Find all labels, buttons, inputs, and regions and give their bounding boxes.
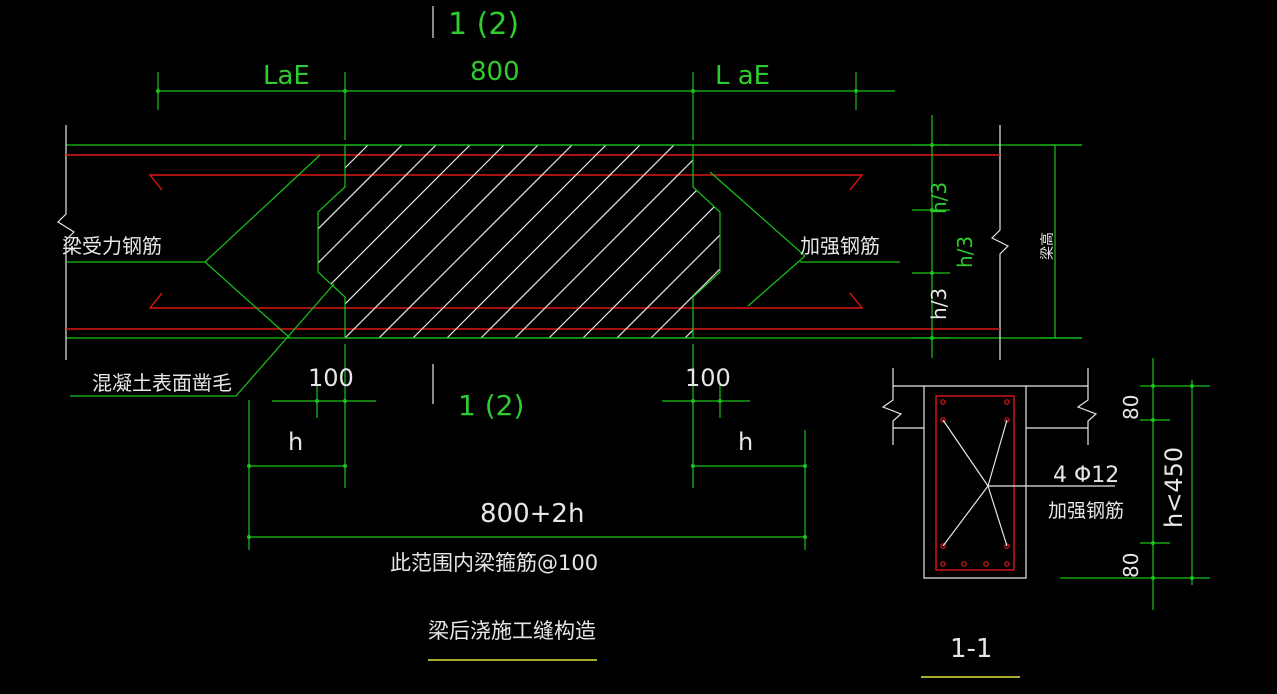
- bottom-dimensions: [247, 344, 807, 550]
- h3-bottom: h/3: [927, 288, 951, 320]
- hatch-line: [514, 145, 709, 338]
- section-title: 1-1: [950, 634, 992, 664]
- hatch-line: [318, 145, 403, 338]
- dim-h-left: h: [288, 428, 303, 456]
- rebar-dot: [983, 561, 989, 567]
- stirrup-note: 此范围内梁箍筋@100: [390, 551, 598, 575]
- section-mark-bottom: 1 (2): [458, 389, 524, 422]
- sec-dim-80-top: 80: [1119, 395, 1143, 420]
- sec-dim-h: h<450: [1160, 447, 1188, 528]
- hatch-line: [318, 145, 335, 338]
- post-cast-hatch: [318, 145, 720, 338]
- main-rebar-label: 梁受力钢筋: [62, 234, 162, 258]
- section-1-1: [881, 358, 1210, 610]
- beam-height-label: 梁高: [1039, 232, 1056, 260]
- top-dimension: [156, 72, 895, 140]
- rebar-dot: [1004, 543, 1010, 549]
- rebar-spec: 4 Φ12: [1053, 463, 1119, 488]
- hatch-line: [344, 145, 539, 338]
- rebar-dot: [1004, 561, 1010, 567]
- dim-100-left: 100: [308, 364, 354, 392]
- hatch-line: [318, 145, 471, 338]
- drawing-title: 梁后浇施工缝构造: [428, 619, 596, 643]
- rebar-dot: [940, 399, 946, 405]
- hatch-line: [582, 145, 720, 338]
- dim-800: 800: [470, 57, 520, 87]
- h3-top: h/3: [927, 182, 951, 214]
- hatch-line: [446, 145, 641, 338]
- hatch-line: [378, 145, 573, 338]
- hatch-line: [318, 145, 437, 338]
- dim-h-right: h: [738, 428, 753, 456]
- rebar-dot: [940, 417, 946, 423]
- dim-100-right: 100: [685, 364, 731, 392]
- post-cast-zone-outline: [317, 144, 721, 339]
- hatch-line: [650, 145, 720, 338]
- rebar-dot: [961, 561, 967, 567]
- dim-lae-right: L aE: [715, 61, 770, 91]
- hatch-line: [480, 145, 675, 338]
- hatch-line: [616, 145, 720, 338]
- sec-dim-80-bottom: 80: [1119, 553, 1143, 578]
- main-rebar-lines: [66, 154, 1000, 330]
- rebar-dot: [1004, 417, 1010, 423]
- rebar-dot: [940, 543, 946, 549]
- hatch-line: [412, 145, 607, 338]
- height-dimensions: [912, 115, 1082, 358]
- h3-mid: h/3: [953, 236, 977, 268]
- beam-outline: [57, 125, 1082, 360]
- sec-reinforcing-rebar-label: 加强钢筋: [1048, 500, 1124, 522]
- dim-lae-left: LaE: [263, 61, 310, 91]
- concrete-surface-label: 混凝土表面凿毛: [92, 371, 232, 395]
- rebar-dot: [1004, 399, 1010, 405]
- section-mark-top: 1 (2): [448, 7, 519, 42]
- reinforcing-rebar-label: 加强钢筋: [800, 234, 880, 258]
- reinforcing-rebar-lines: [148, 174, 864, 309]
- dim-800-2h: 800+2h: [480, 499, 584, 529]
- rebar-dot: [940, 561, 946, 567]
- leader-lines: [66, 154, 900, 397]
- rebar-dots: [940, 399, 1010, 567]
